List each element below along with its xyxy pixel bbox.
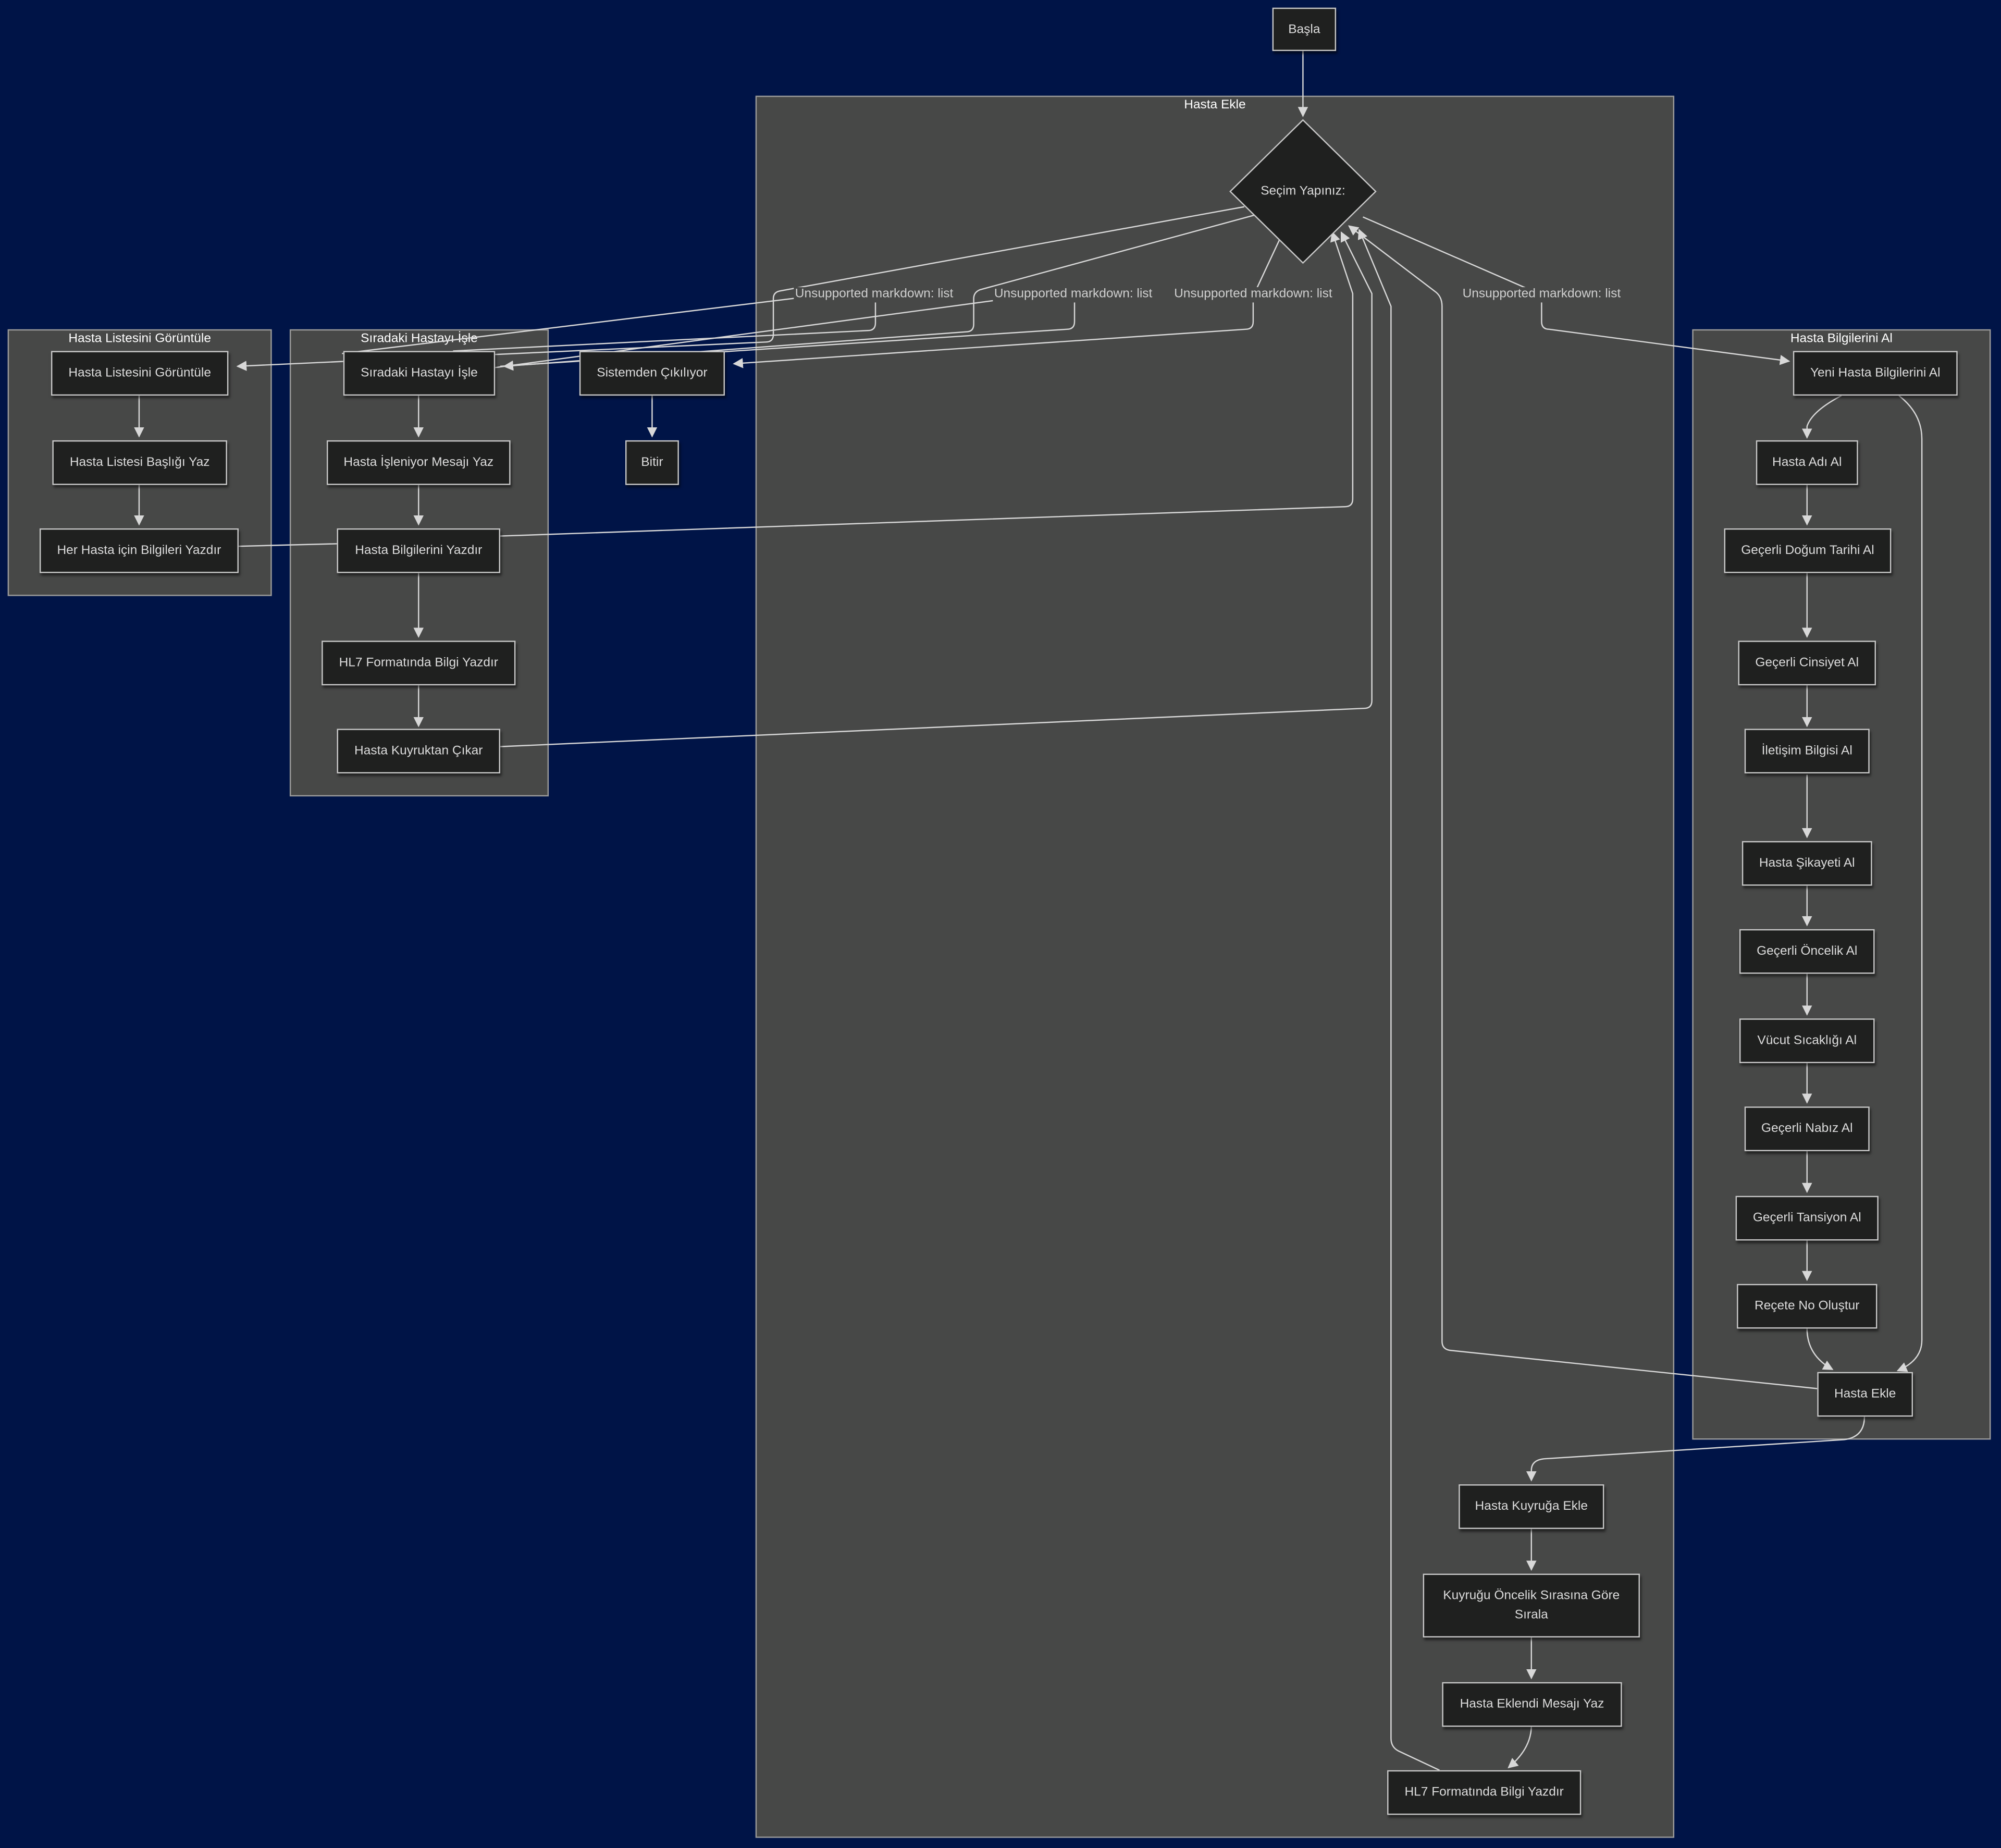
cluster-hasta-ekle: Hasta Ekle	[755, 95, 1675, 1838]
edge-hastaekle-kuyruga	[1526, 1416, 1866, 1482]
decision-secim-label: Seçim Yapınız:	[1261, 184, 1345, 199]
node-hasta-kuyruktan-cikar[interactable]: Hasta Kuyruktan Çıkar	[337, 729, 501, 774]
node-her-hasta-icin[interactable]: Her Hasta için Bilgileri Yazdır	[39, 528, 239, 573]
edge-secim-sistemden	[733, 238, 1281, 368]
node-cinsiyet-al[interactable]: Geçerli Cinsiyet Al	[1738, 640, 1876, 686]
node-hasta-ekle[interactable]: Hasta Ekle	[1817, 1372, 1913, 1417]
edge-her-bilgileri	[238, 543, 340, 547]
node-hasta-kuyruga-ekle[interactable]: Hasta Kuyruğa Ekle	[1459, 1484, 1604, 1529]
edge-secim-liste	[236, 206, 1244, 371]
node-nabiz-al[interactable]: Geçerli Nabız Al	[1744, 1106, 1870, 1151]
node-siradaki-hastayi-isle[interactable]: Sıradaki Hastayı İşle	[343, 351, 496, 396]
edge-eklendi-hl7b	[1508, 1726, 1533, 1769]
edge-yeni-hastaekle	[1896, 395, 1923, 1372]
edge-label: Unsupported markdown: list	[993, 287, 1154, 303]
node-hasta-adi-al[interactable]: Hasta Adı Al	[1756, 440, 1858, 485]
edge-label: Unsupported markdown: list	[794, 287, 955, 303]
node-oncelik-al[interactable]: Geçerli Öncelik Al	[1739, 929, 1875, 974]
node-dogum-tarihi-al[interactable]: Geçerli Doğum Tarihi Al	[1724, 528, 1892, 573]
edge-hastaekle-secim-back	[1348, 225, 1818, 1389]
node-recete-no-olustur[interactable]: Reçete No Oluştur	[1737, 1284, 1878, 1329]
decision-diamond	[1229, 119, 1377, 264]
cluster-title: Hasta Bilgilerini Al	[1790, 331, 1893, 346]
edge-secim-yeni	[1363, 216, 1790, 365]
node-iletisim-bilgisi-al[interactable]: İletişim Bilgisi Al	[1744, 729, 1870, 774]
node-basla[interactable]: Başla	[1272, 7, 1337, 51]
node-hasta-listesini-goruntule[interactable]: Hasta Listesini Görüntüle	[51, 351, 229, 396]
node-hasta-isleniyor[interactable]: Hasta İşleniyor Mesajı Yaz	[326, 440, 511, 485]
edge-label: Unsupported markdown: list	[1461, 287, 1622, 303]
edge-yeni-adi	[1801, 395, 1842, 439]
node-sistemden-cikiliyor[interactable]: Sistemden Çıkılıyor	[579, 351, 725, 396]
cluster-title: Hasta Listesini Görüntüle	[68, 331, 211, 346]
edge-bilgileri-secim-back	[500, 231, 1354, 537]
edge-hl7b-secim-back	[1357, 229, 1440, 1771]
edge-siradaki-secim-back	[495, 289, 1076, 368]
node-kuyrugu-sirala[interactable]: Kuyruğu Öncelik Sırasına Göre Sırala	[1423, 1573, 1640, 1638]
node-hasta-listesi-basligi[interactable]: Hasta Listesi Başlığı Yaz	[52, 440, 227, 485]
node-tansiyon-al[interactable]: Geçerli Tansiyon Al	[1735, 1196, 1879, 1241]
node-hasta-sikayeti-al[interactable]: Hasta Şikayeti Al	[1741, 841, 1872, 886]
node-bitir[interactable]: Bitir	[625, 440, 679, 485]
edge-label: Unsupported markdown: list	[1172, 287, 1334, 303]
node-hasta-eklendi-mesaji[interactable]: Hasta Eklendi Mesajı Yaz	[1442, 1682, 1622, 1727]
edge-liste-siradaki-back	[342, 288, 876, 354]
node-hasta-bilgilerini-yazdir[interactable]: Hasta Bilgilerini Yazdır	[337, 528, 501, 573]
cluster-title: Hasta Ekle	[1184, 98, 1246, 113]
edge-secim-siradaki	[503, 214, 1257, 371]
node-hl7-formatinda-a[interactable]: HL7 Formatında Bilgi Yazdır	[322, 640, 516, 686]
node-vucut-sicakligi-al[interactable]: Vücut Sıcaklığı Al	[1739, 1018, 1875, 1064]
edge-recete-hastaekle	[1806, 1328, 1834, 1370]
node-hl7-formatinda-b[interactable]: HL7 Formatında Bilgi Yazdır	[1387, 1770, 1582, 1815]
node-yeni-hasta-bilgileri[interactable]: Yeni Hasta Bilgilerini Al	[1793, 351, 1958, 396]
edge-kuyruktan-secim-back	[500, 231, 1373, 747]
